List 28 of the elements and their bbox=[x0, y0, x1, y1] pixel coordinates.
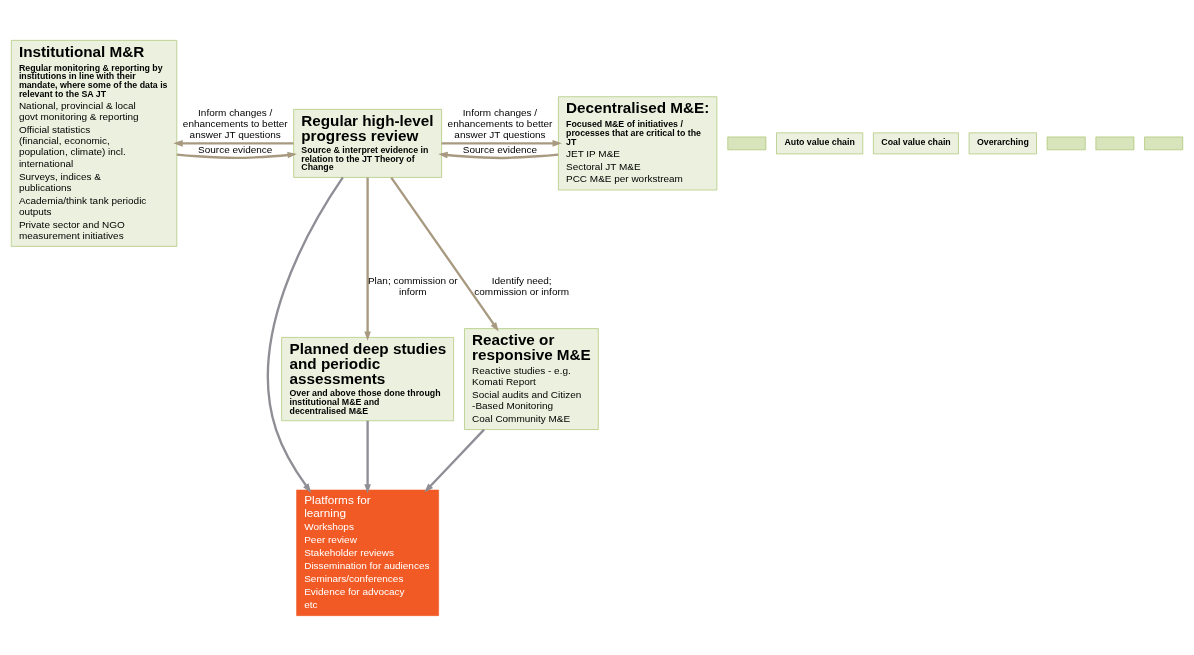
arrow bbox=[176, 151, 297, 159]
arrow bbox=[173, 139, 294, 147]
edge-label: Inform changes / enhancements to better answer JT questions bbox=[447, 106, 553, 140]
arrow bbox=[438, 151, 559, 159]
node-box: Coal value chain bbox=[873, 132, 959, 154]
node-box: Overarching bbox=[968, 132, 1037, 154]
node-box: Regular high-level progress review Source & interpret evidence in relation to the JT Theory of Change bbox=[293, 108, 442, 178]
node-box: Reactive or responsive M&E Reactive studies - e.g. Komati Report Social audits and Citizen -Based Monitoring Coal Community M&E bbox=[464, 327, 599, 430]
arrow bbox=[364, 420, 371, 494]
edge-label: Inform changes / enhancements to better answer JT questions bbox=[182, 106, 288, 140]
node-box bbox=[1144, 136, 1183, 150]
node-box: Decentralised M&E: Focused M&E of initiatives / processes that are critical to the JT JET IP M&E Sectoral JT M&E PCC M&E per workstream bbox=[558, 95, 718, 190]
edge-label: Plan; commission or inform bbox=[367, 274, 458, 297]
arrow bbox=[390, 176, 499, 331]
edge-label: Source evidence bbox=[198, 143, 273, 155]
arrow bbox=[364, 177, 371, 341]
node-box: Institutional M&R Regular monitoring & reporting by institutions in line with their mandate, where some of the data is relevant to the SA JT National, provincial & local govt monitoring & reporting Official statistics (financial, economic, population, climate) incl. international Surveys, indices & publications Academia/think tank periodic outputs Private sector and NGO measurement initiatives bbox=[11, 39, 178, 247]
arrow bbox=[441, 139, 562, 147]
node-box: Platforms for learning Workshops Peer review Stakeholder reviews Dissemination for audiences Seminars/conferences Evidence for advocacy etc bbox=[296, 489, 439, 616]
node-box: Planned deep studies and periodic assessments Over and above those done through institutional M&E and decentralised M&E bbox=[281, 336, 454, 421]
node-box bbox=[727, 136, 767, 150]
node-box bbox=[1095, 136, 1135, 150]
node-box bbox=[1046, 136, 1086, 150]
arrow bbox=[424, 428, 485, 493]
edge-label: Identify need; commission or inform bbox=[474, 274, 570, 297]
node-box: Auto value chain bbox=[776, 132, 864, 154]
edge-label: Source evidence bbox=[462, 143, 538, 155]
arrow bbox=[266, 176, 344, 493]
